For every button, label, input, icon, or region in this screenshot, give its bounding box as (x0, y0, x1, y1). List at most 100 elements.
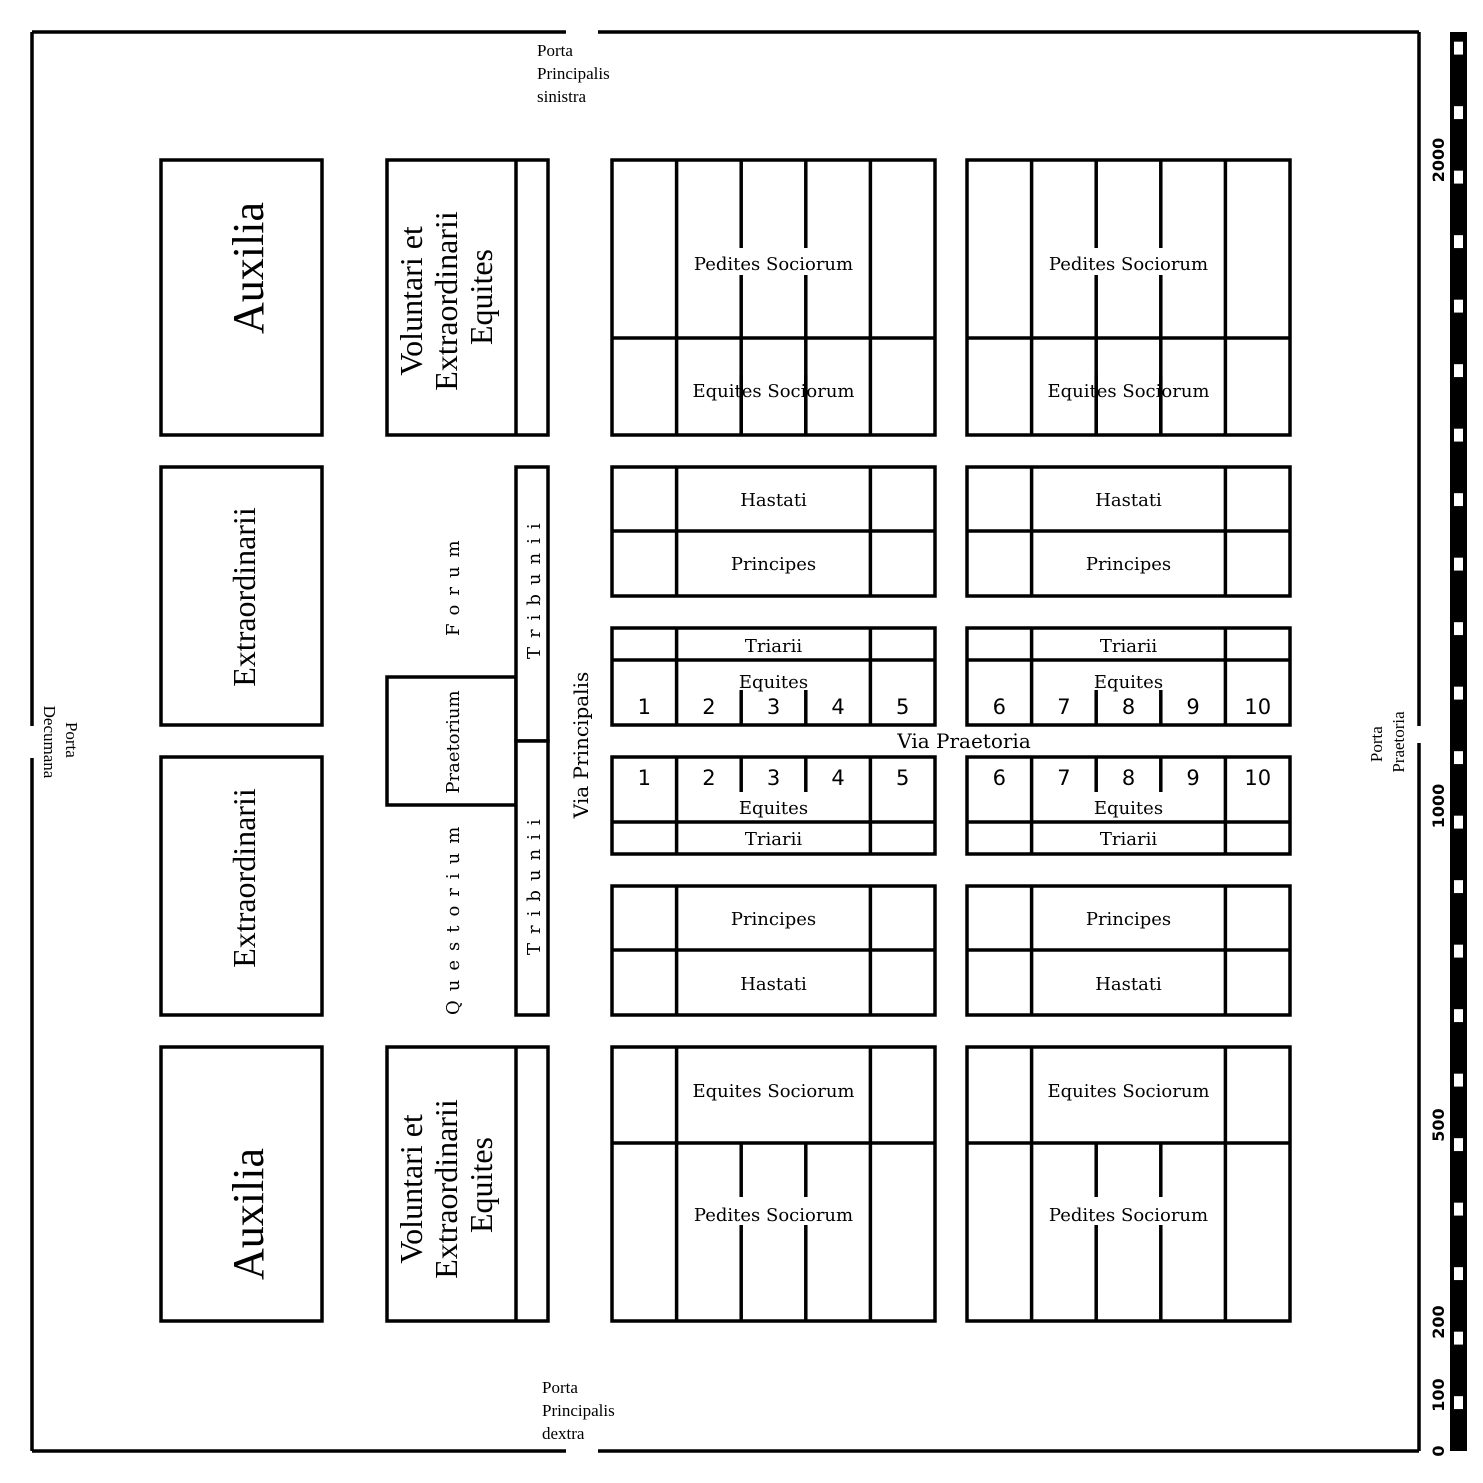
scale-bar: 0 100 200 500 1000 2000 (1429, 32, 1467, 1457)
scale-label: 0 (1429, 1445, 1448, 1456)
triarii-label: Triarii (1100, 636, 1157, 657)
turma-number: 3 (767, 695, 780, 719)
scale-bar-tick (1454, 1396, 1463, 1410)
voluntari-top-block (385, 158, 550, 437)
pedites-sociorum-label: Pedites Sociorum (1049, 254, 1208, 275)
equites-sociorum-label: Equites Sociorum (1048, 381, 1210, 402)
turma-number: 1 (638, 695, 651, 719)
scale-label: 500 (1429, 1108, 1448, 1141)
scale-bar-tick (1454, 364, 1463, 378)
socii-top-block-left (610, 158, 937, 437)
voluntari-top-label: Voluntari et Extraordinarii Equites (393, 203, 499, 390)
scale-bar-tick (1454, 1267, 1463, 1281)
triarii-equites-upper-left (610, 626, 937, 727)
scale-bar-tick (1454, 1073, 1463, 1087)
hastati-label: Hastati (1095, 490, 1162, 511)
turma-number: 9 (1186, 766, 1199, 790)
hastati-label: Hastati (1095, 974, 1162, 995)
scale-bar-tick (1454, 493, 1463, 507)
turma-number: 7 (1057, 766, 1070, 790)
tribunii-upper-block (514, 465, 550, 743)
voluntari-bottom-label: Voluntari et Extraordinarii Equites (393, 1091, 499, 1278)
scale-bar-tick (1454, 235, 1463, 249)
gate-porta-decumana: Porta Decumana (40, 706, 81, 779)
equites-label: Equites (1094, 672, 1163, 693)
turma-number: 9 (1186, 695, 1199, 719)
gate-porta-principalis-dextra: Porta Principalis dextra (542, 1378, 619, 1443)
socii-bottom-block-right (965, 1045, 1292, 1323)
hastati-label: Hastati (740, 974, 807, 995)
scale-bar-tick (1454, 815, 1463, 829)
via-praetoria-label: Via Praetoria (896, 729, 1031, 753)
tribunii-lower-label: Tribunii (524, 810, 545, 955)
scale-bar-tick (1454, 1138, 1463, 1152)
equites-label: Equites (739, 798, 808, 819)
scale-bar-tick (1454, 428, 1463, 442)
principes-label: Principes (1086, 909, 1171, 930)
scale-bar-body (1450, 32, 1467, 1451)
socii-bottom-block-left (610, 1045, 937, 1323)
scale-label: 2000 (1429, 138, 1448, 183)
scale-bar-tick (1454, 557, 1463, 571)
socii-top-block-right (965, 158, 1292, 437)
hastati-label: Hastati (740, 490, 807, 511)
turma-number: 2 (702, 766, 715, 790)
scale-bar-tick (1454, 170, 1463, 184)
questorium-label: Questorium (443, 818, 464, 1015)
equites-sociorum-label: Equites Sociorum (693, 381, 855, 402)
triarii-label: Triarii (1100, 829, 1157, 850)
gate-porta-praetoria: Porta Praetoria (1367, 711, 1408, 773)
voluntari-bottom-block (385, 1045, 550, 1323)
scale-label: 1000 (1429, 784, 1448, 829)
scale-bar-tick (1454, 944, 1463, 958)
principes-label: Principes (731, 909, 816, 930)
camp-wall (30, 30, 1421, 1453)
scale-bar-tick (1454, 106, 1463, 120)
turma-number: 4 (831, 695, 844, 719)
turma-number: 8 (1122, 695, 1135, 719)
equites-sociorum-label: Equites Sociorum (693, 1081, 855, 1102)
equites-triarii-lower-right (965, 755, 1292, 856)
gate-porta-principalis-sinistra: Porta Principalis sinistra (537, 41, 614, 106)
turma-number: 10 (1244, 695, 1271, 719)
pedites-sociorum-label: Pedites Sociorum (1049, 1205, 1208, 1226)
scale-label: 200 (1429, 1305, 1448, 1338)
equites-label: Equites (739, 672, 808, 693)
turma-number: 5 (896, 695, 909, 719)
pedites-sociorum-label: Pedites Sociorum (694, 1205, 853, 1226)
scale-bar-tick (1454, 1202, 1463, 1216)
extraordinarii-lower-block (159, 755, 324, 1017)
triarii-equites-upper-right (965, 626, 1292, 727)
auxilia-top-label: Auxilia (224, 202, 273, 334)
tribunii-lower-block (514, 739, 550, 1017)
principes-label: Principes (731, 554, 816, 575)
turma-number: 5 (896, 766, 909, 790)
extraordinarii-upper-label: Extraordinarii (226, 507, 262, 687)
scale-label: 100 (1429, 1378, 1448, 1411)
triarii-label: Triarii (745, 636, 802, 657)
turma-number: 8 (1122, 766, 1135, 790)
scale-bar-tick (1454, 41, 1463, 55)
scale-bar-tick (1454, 686, 1463, 700)
principes-label: Principes (1086, 554, 1171, 575)
triarii-label: Triarii (745, 829, 802, 850)
auxilia-top-block (159, 158, 324, 437)
turma-number: 1 (638, 766, 651, 790)
turma-number: 2 (702, 695, 715, 719)
turma-number: 4 (831, 766, 844, 790)
extraordinarii-upper-block (159, 465, 324, 727)
scale-bar-tick (1454, 751, 1463, 765)
equites-label: Equites (1094, 798, 1163, 819)
equites-triarii-lower-left (610, 755, 937, 856)
scale-bar-tick (1454, 1009, 1463, 1023)
extraordinarii-lower-label: Extraordinarii (226, 788, 262, 968)
scale-bar-tick (1454, 880, 1463, 894)
praetorium-label: Praetorium (443, 690, 464, 793)
scale-bar-tick (1454, 1331, 1463, 1345)
turma-number: 7 (1057, 695, 1070, 719)
auxilia-bottom-block (159, 1045, 324, 1323)
turma-number: 10 (1244, 766, 1271, 790)
via-principalis-label: Via Principalis (569, 672, 593, 819)
